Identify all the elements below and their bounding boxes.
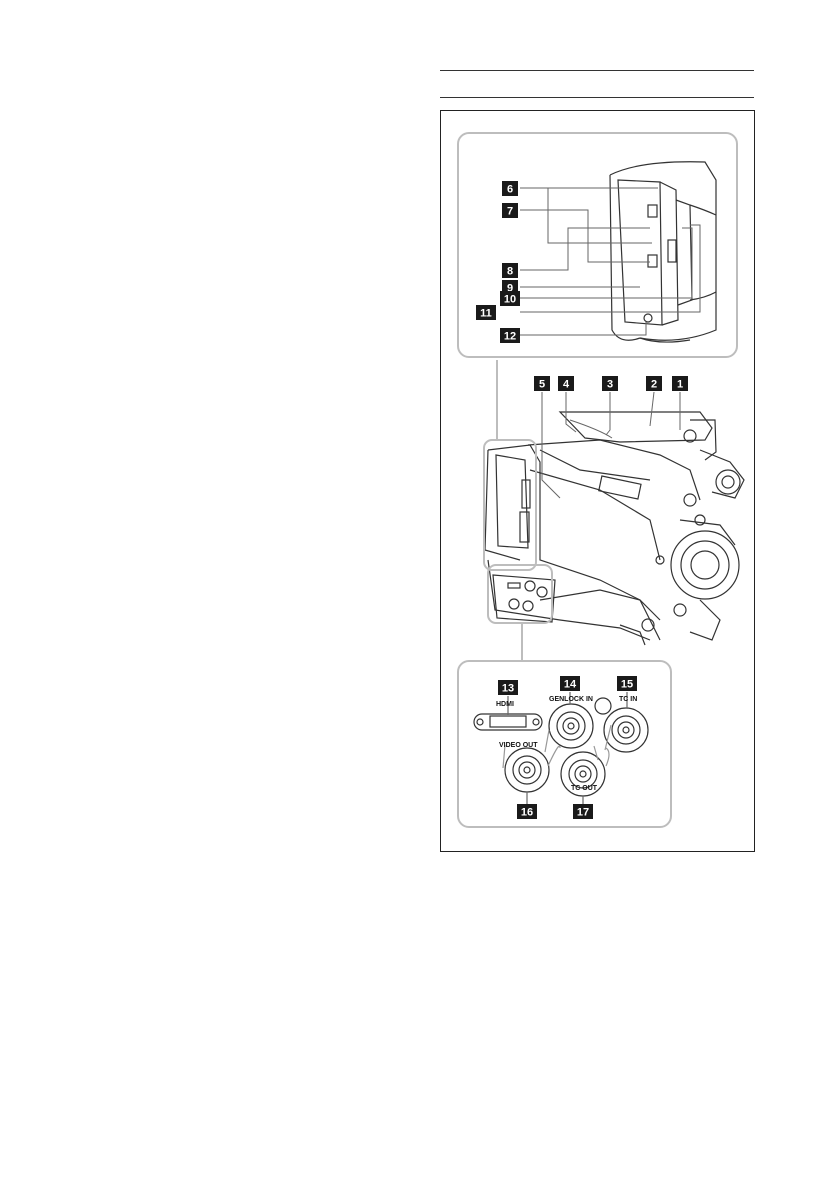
label-tc-out: TC OUT xyxy=(571,785,598,792)
camcorder-body-drawing xyxy=(484,411,745,646)
svg-text:11: 11 xyxy=(480,308,492,320)
callout-6: 6 xyxy=(502,181,518,196)
svg-text:7: 7 xyxy=(507,206,513,218)
svg-text:16: 16 xyxy=(521,807,533,819)
connector-drawing xyxy=(473,692,649,804)
callout-11: 11 xyxy=(476,305,496,320)
svg-text:15: 15 xyxy=(621,679,633,691)
svg-text:4: 4 xyxy=(563,379,570,391)
callout-14: 14 xyxy=(560,676,580,691)
header-rule-top xyxy=(440,70,754,71)
callout-3: 3 xyxy=(602,376,618,391)
callout-4: 4 xyxy=(558,376,574,391)
svg-text:8: 8 xyxy=(507,266,513,278)
group-outlines xyxy=(483,360,553,660)
svg-text:10: 10 xyxy=(504,294,516,306)
svg-text:12: 12 xyxy=(504,331,516,343)
callout-12: 12 xyxy=(500,328,520,343)
body-leader-lines xyxy=(541,391,681,499)
slot-leader-lines xyxy=(520,187,701,336)
callout-10: 10 xyxy=(500,291,520,306)
callout-5: 5 xyxy=(534,376,550,391)
callout-8: 8 xyxy=(502,263,518,278)
svg-text:14: 14 xyxy=(564,679,577,691)
svg-text:13: 13 xyxy=(502,683,514,695)
callout-13: 13 xyxy=(498,680,518,695)
label-genlock-in: GENLOCK IN xyxy=(549,696,593,703)
label-tc-in: TC IN xyxy=(619,696,637,703)
svg-text:5: 5 xyxy=(539,379,545,391)
callout-15: 15 xyxy=(617,676,637,691)
figure-frame xyxy=(440,110,755,852)
svg-text:2: 2 xyxy=(651,379,657,391)
label-hdmi: HDMI xyxy=(496,701,514,708)
callout-1: 1 xyxy=(672,376,688,391)
svg-text:17: 17 xyxy=(577,807,589,819)
svg-text:3: 3 xyxy=(607,379,613,391)
slot-panel-drawing xyxy=(609,161,717,343)
svg-text:1: 1 xyxy=(677,379,683,391)
label-video-out: VIDEO OUT xyxy=(499,742,538,749)
callout-7: 7 xyxy=(502,203,518,218)
svg-text:6: 6 xyxy=(507,184,513,196)
callout-2: 2 xyxy=(646,376,662,391)
header-rule-bottom xyxy=(440,97,754,98)
callout-16: 16 xyxy=(517,804,537,819)
svg-text:9: 9 xyxy=(507,283,513,295)
callout-17: 17 xyxy=(573,804,593,819)
